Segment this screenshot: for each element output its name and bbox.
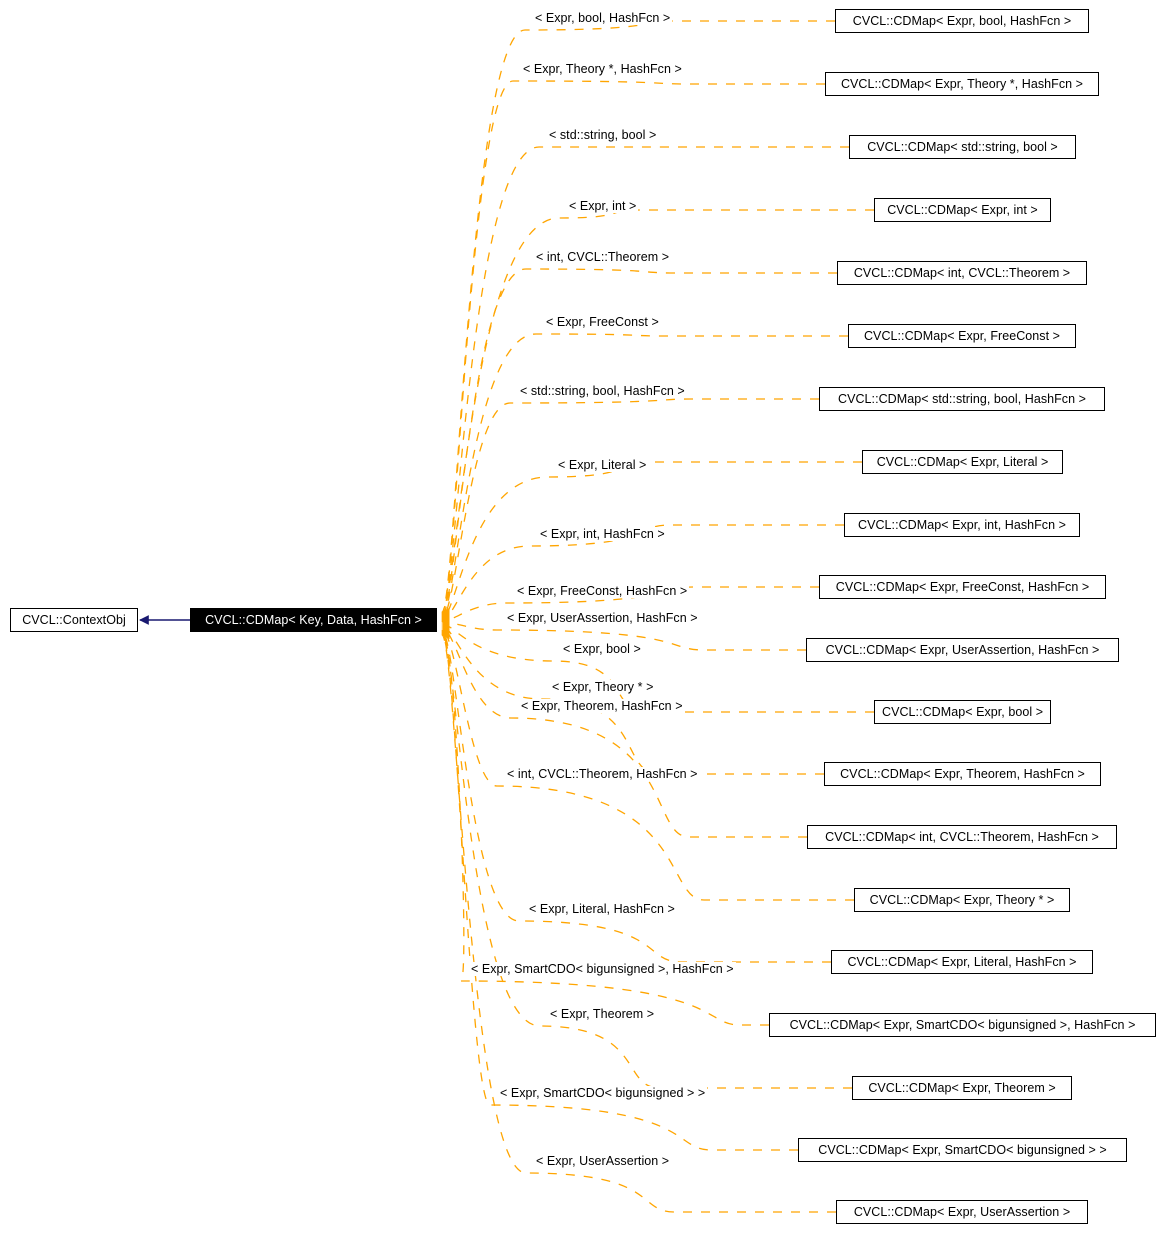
node-derived-5[interactable]: CVCL::CDMap< Expr, FreeConst > <box>848 324 1076 348</box>
edge-label-19: < Expr, UserAssertion > <box>534 1154 672 1168</box>
edge-label-15: < Expr, Literal, HashFcn > <box>527 902 677 916</box>
node-derived-2[interactable]: CVCL::CDMap< std::string, bool > <box>849 135 1076 159</box>
edge-label-16: < Expr, SmartCDO< bigunsigned >, HashFcn… <box>469 962 736 976</box>
edge-label-1: < Expr, Theory *, HashFcn > <box>521 62 684 76</box>
template-edge-3 <box>441 209 874 620</box>
node-derived-6[interactable]: CVCL::CDMap< std::string, bool, HashFcn … <box>819 387 1105 411</box>
node-derived-1[interactable]: CVCL::CDMap< Expr, Theory *, HashFcn > <box>825 72 1099 96</box>
node-root-class[interactable]: CVCL::CDMap< Key, Data, HashFcn > <box>190 608 437 632</box>
node-derived-19[interactable]: CVCL::CDMap< Expr, UserAssertion > <box>836 1200 1088 1224</box>
node-derived-7[interactable]: CVCL::CDMap< Expr, Literal > <box>862 450 1063 474</box>
node-derived-13[interactable]: CVCL::CDMap< int, CVCL::Theorem, HashFcn… <box>807 825 1117 849</box>
edge-label-11: < Expr, bool > <box>561 642 643 656</box>
node-derived-10[interactable]: CVCL::CDMap< Expr, UserAssertion, HashFc… <box>806 638 1119 662</box>
node-base-class[interactable]: CVCL::ContextObj <box>10 608 138 632</box>
node-derived-16[interactable]: CVCL::CDMap< Expr, SmartCDO< bigunsigned… <box>769 1013 1156 1037</box>
node-derived-8[interactable]: CVCL::CDMap< Expr, int, HashFcn > <box>844 513 1080 537</box>
edge-label-7: < Expr, Literal > <box>556 458 649 472</box>
node-derived-4[interactable]: CVCL::CDMap< int, CVCL::Theorem > <box>837 261 1087 285</box>
edge-label-12: < Expr, Theory * > <box>550 680 656 694</box>
edge-label-2: < std::string, bool > <box>547 128 659 142</box>
edge-label-6: < std::string, bool, HashFcn > <box>518 384 687 398</box>
edge-label-4: < int, CVCL::Theorem > <box>534 250 672 264</box>
edge-label-0: < Expr, bool, HashFcn > <box>533 11 673 25</box>
node-derived-15[interactable]: CVCL::CDMap< Expr, Literal, HashFcn > <box>831 950 1093 974</box>
template-edge-2 <box>441 146 849 618</box>
template-edge-19 <box>441 631 836 1213</box>
template-edge-14 <box>441 625 854 901</box>
node-derived-0[interactable]: CVCL::CDMap< Expr, bool, HashFcn > <box>835 9 1089 33</box>
edge-label-17: < Expr, Theorem > <box>548 1007 657 1021</box>
edge-label-14: < int, CVCL::Theorem, HashFcn > <box>505 767 700 781</box>
node-derived-12[interactable]: CVCL::CDMap< Expr, Theorem, HashFcn > <box>824 762 1101 786</box>
edge-label-13: < Expr, Theorem, HashFcn > <box>519 699 685 713</box>
node-derived-14[interactable]: CVCL::CDMap< Expr, Theory * > <box>854 888 1070 912</box>
edge-label-5: < Expr, FreeConst > <box>544 315 661 329</box>
node-derived-18[interactable]: CVCL::CDMap< Expr, SmartCDO< bigunsigned… <box>798 1138 1127 1162</box>
edge-label-9: < Expr, FreeConst, HashFcn > <box>515 584 690 598</box>
node-derived-3[interactable]: CVCL::CDMap< Expr, int > <box>874 198 1051 222</box>
edge-label-3: < Expr, int > <box>567 199 639 213</box>
node-derived-9[interactable]: CVCL::CDMap< Expr, FreeConst, HashFcn > <box>819 575 1106 599</box>
edge-label-8: < Expr, int, HashFcn > <box>538 527 667 541</box>
node-derived-17[interactable]: CVCL::CDMap< Expr, Theorem > <box>852 1076 1072 1100</box>
template-edge-13 <box>441 623 807 838</box>
edge-label-10: < Expr, UserAssertion, HashFcn > <box>505 611 700 625</box>
node-derived-11[interactable]: CVCL::CDMap< Expr, bool > <box>874 700 1051 724</box>
template-edge-5 <box>441 333 848 622</box>
edge-label-18: < Expr, SmartCDO< bigunsigned > > <box>498 1086 708 1100</box>
